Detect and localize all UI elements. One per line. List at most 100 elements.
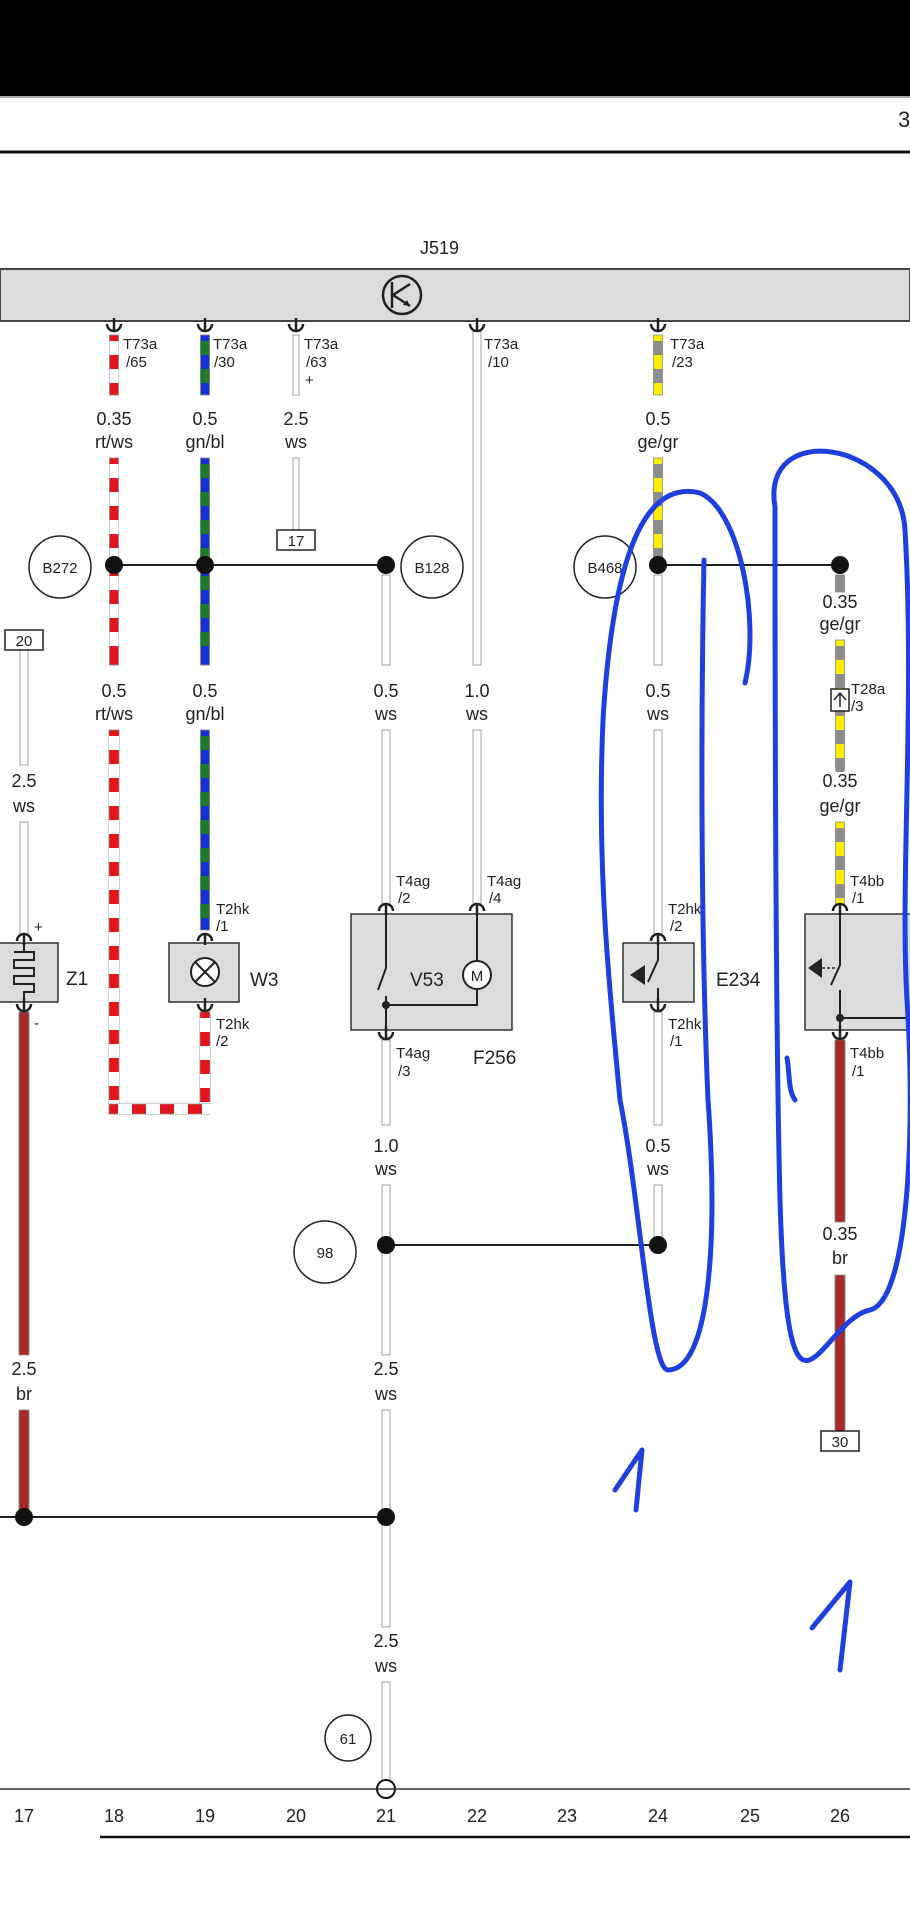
pin-z1-top	[15, 932, 33, 945]
svg-text:0.35: 0.35	[822, 771, 857, 791]
wire-label-21-bottom1: 2.5ws	[373, 1359, 398, 1404]
svg-text:ge/gr: ge/gr	[637, 432, 678, 452]
svg-text:ws: ws	[374, 1384, 397, 1404]
column-number: 18	[104, 1806, 124, 1826]
annotation-mark-1	[612, 1447, 645, 1513]
pushbutton-icon	[630, 965, 645, 985]
svg-text:/63: /63	[306, 354, 327, 371]
svg-text:/10: /10	[488, 354, 509, 371]
wire-label-18-mid: 0.5 rt/ws	[95, 681, 133, 724]
wire-22-a	[472, 329, 482, 666]
svg-text:T4ag: T4ag	[396, 873, 430, 890]
wire-21-c	[381, 1039, 391, 1126]
pin-z1-bottom	[15, 998, 33, 1013]
svg-text:T4ag: T4ag	[487, 873, 521, 890]
svg-text:gn/bl: gn/bl	[185, 432, 224, 452]
wire-label-26-mid: 0.35 ge/gr	[819, 771, 860, 816]
svg-text:B128: B128	[414, 560, 449, 577]
svg-text:T4bb: T4bb	[850, 873, 884, 890]
wire-20-lower	[292, 457, 300, 531]
svg-text:+: +	[34, 919, 43, 936]
connector-t28a: T28a /3	[830, 681, 886, 715]
svg-text:/2: /2	[216, 1033, 229, 1050]
svg-text:/1: /1	[852, 890, 865, 907]
svg-text:T4bb: T4bb	[850, 1045, 884, 1062]
svg-text:0.5: 0.5	[373, 681, 398, 701]
svg-text:ws: ws	[374, 704, 397, 724]
wire-18-19-loop	[108, 1103, 216, 1115]
svg-text:T73a: T73a	[123, 336, 158, 353]
annotation-mark-2	[809, 1579, 853, 1673]
svg-text:gn/bl: gn/bl	[185, 704, 224, 724]
svg-text:1.0: 1.0	[464, 681, 489, 701]
svg-text:/2: /2	[398, 890, 411, 907]
wire-label-21-low: 1.0ws	[373, 1136, 398, 1179]
svg-text:ws: ws	[646, 1159, 669, 1179]
wire-label-19-top: 0.5gn/bl	[185, 409, 224, 452]
wire-19-b	[200, 729, 210, 931]
svg-text:0.5: 0.5	[101, 681, 126, 701]
svg-text:B468: B468	[587, 560, 622, 577]
wire-label-22-mid: 1.0ws	[464, 681, 489, 724]
svg-text:30: 30	[832, 1434, 849, 1451]
svg-text:2.5: 2.5	[373, 1631, 398, 1651]
node-98: 98	[293, 1220, 357, 1284]
svg-text:M: M	[471, 968, 484, 985]
svg-text:ws: ws	[284, 432, 307, 452]
wire-label-17-top: 2.5 ws	[11, 771, 36, 816]
junction-dots	[15, 556, 849, 1526]
connector-t73a-10: T73a /10	[484, 336, 519, 371]
pin-e234-top	[649, 932, 667, 945]
svg-text:61: 61	[340, 1731, 357, 1748]
column-number: 17	[14, 1806, 34, 1826]
svg-text:T2hk: T2hk	[668, 1016, 702, 1033]
wire-26-e	[834, 1274, 846, 1432]
svg-text:ge/gr: ge/gr	[819, 796, 860, 816]
connector-pins	[15, 318, 849, 1041]
pin-top-3	[468, 318, 486, 333]
wire-label-21-mid: 0.5 ws	[373, 681, 398, 724]
svg-text:T73a: T73a	[670, 336, 705, 353]
svg-text:2.5: 2.5	[11, 771, 36, 791]
control-unit-symbol-icon	[381, 274, 423, 316]
svg-text:2.5: 2.5	[11, 1359, 36, 1379]
pin-w3-bottom	[196, 998, 214, 1013]
svg-text:/30: /30	[214, 354, 235, 371]
column-number: 26	[830, 1806, 850, 1826]
svg-text:-: -	[34, 1015, 39, 1032]
component-V53: M V53 T4ag /2 T4ag /4 T4ag /3 F256	[350, 873, 521, 1080]
wire-18-upper	[109, 334, 119, 396]
svg-text:17: 17	[288, 533, 305, 550]
node-61: 61	[324, 1714, 372, 1762]
control-unit-bar	[0, 268, 910, 322]
svg-text:ws: ws	[12, 796, 35, 816]
pin-v53-t1	[377, 902, 395, 915]
svg-text:ws: ws	[374, 1159, 397, 1179]
svg-text:rt/ws: rt/ws	[95, 704, 133, 724]
wire-20-upper	[292, 334, 300, 396]
svg-text:ws: ws	[374, 1656, 397, 1676]
wire-17-a	[19, 649, 29, 766]
svg-text:V53: V53	[410, 970, 444, 991]
wire-21-b	[381, 729, 391, 906]
node-B128: B128	[400, 535, 464, 599]
column-number: 24	[648, 1806, 668, 1826]
svg-text:T28a: T28a	[851, 681, 886, 698]
pin-s26-top	[831, 902, 849, 915]
svg-text:T2hk: T2hk	[668, 901, 702, 918]
top-status-bar	[0, 0, 910, 97]
column-number: 19	[195, 1806, 215, 1826]
svg-text:T73a: T73a	[484, 336, 519, 353]
svg-text:T73a: T73a	[304, 336, 339, 353]
column-number: 21	[376, 1806, 396, 1826]
wire-24-b	[653, 574, 663, 666]
svg-text:/2: /2	[670, 918, 683, 935]
svg-text:T2hk: T2hk	[216, 1016, 250, 1033]
component-Z1: + - Z1	[0, 919, 88, 1032]
wire-22-b	[472, 729, 482, 906]
component-W3: T2hk /1 T2hk /2 W3	[168, 901, 279, 1050]
